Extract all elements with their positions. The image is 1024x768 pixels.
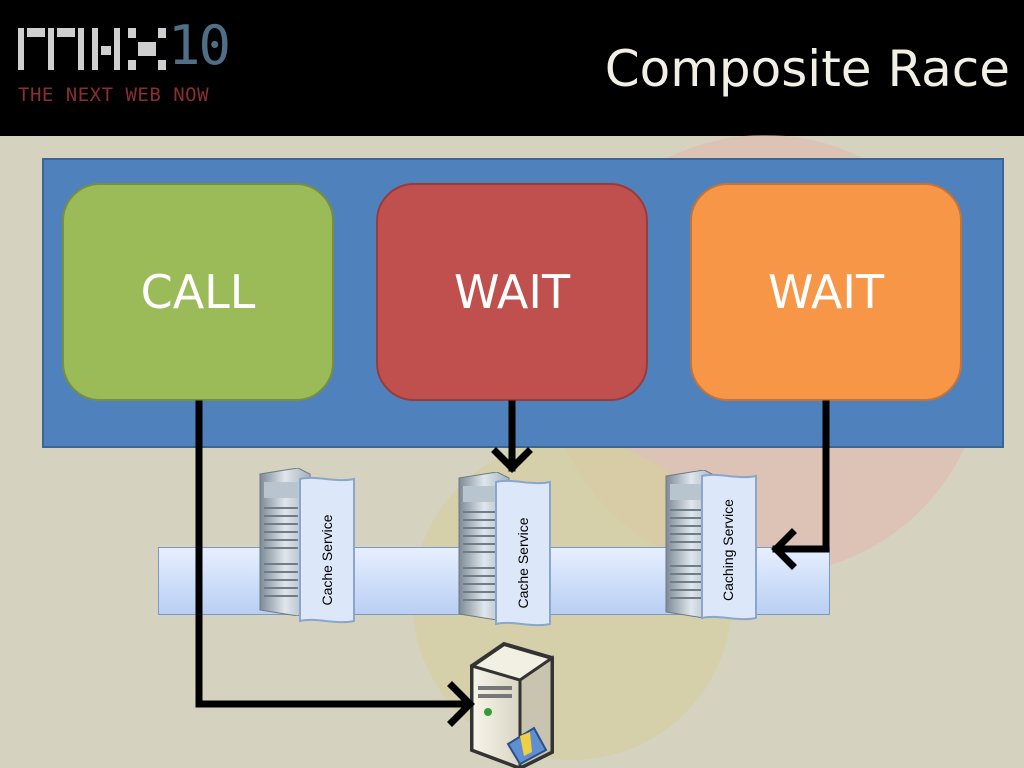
arrowhead-icon — [447, 681, 475, 727]
wait-arrow-to-caching-service — [772, 400, 830, 553]
wait-step: WAIT — [376, 183, 648, 401]
logo-tagline: THE NEXT WEB NOW — [18, 84, 210, 106]
arrowhead-icon — [491, 447, 533, 473]
database-server-icon — [470, 641, 554, 768]
service-scroll-icon — [495, 479, 551, 627]
call-step: CALL — [62, 183, 334, 401]
wait-step: WAIT — [690, 183, 962, 401]
server-tower-icon — [259, 468, 311, 616]
arrowhead-icon — [771, 528, 797, 570]
slide-title: Composite Race — [604, 40, 1010, 98]
mix-logo-icon — [18, 28, 166, 70]
call-arrow-to-origin — [195, 400, 470, 708]
service-scroll-icon — [701, 473, 757, 621]
logo-number: 10 — [168, 14, 231, 77]
service-scroll-icon — [299, 476, 355, 624]
slide-header: 10 THE NEXT WEB NOW Composite Race — [0, 0, 1024, 136]
